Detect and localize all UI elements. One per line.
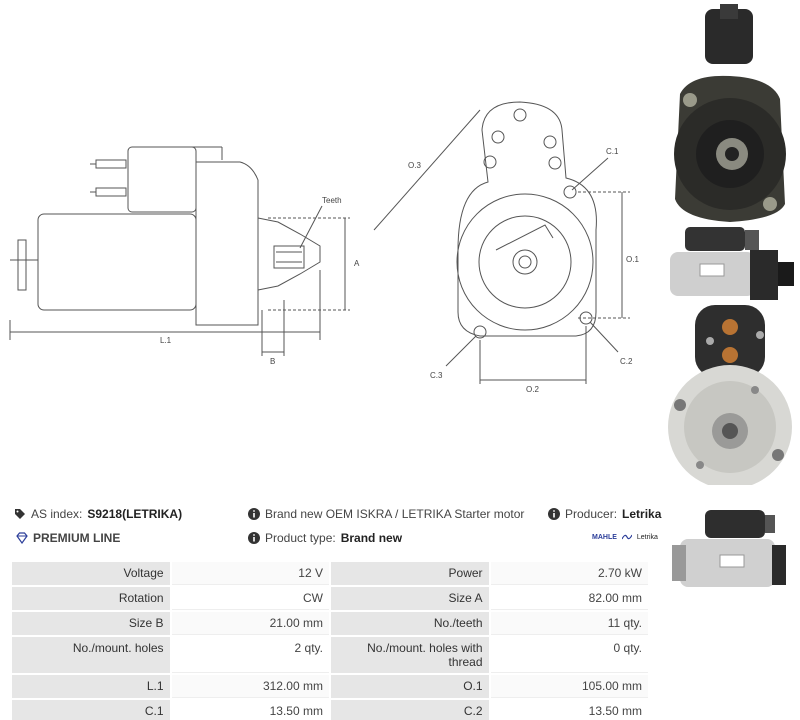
diamond-icon [16, 532, 28, 544]
product-type-value: Brand new [340, 531, 403, 545]
spec-key: Rotation [12, 587, 170, 610]
brand-logo-letrika: Letrika [636, 533, 658, 541]
product-type-label: Product type: [265, 531, 336, 545]
premium-line-text: PREMIUM LINE [33, 531, 121, 545]
spec-value: 0 qty. [490, 637, 648, 673]
spec-key: C.1 [12, 700, 170, 720]
spec-value: 12 V [171, 562, 329, 585]
spec-key: No./teeth [330, 612, 489, 635]
technical-drawings: Teeth A L.1 B [0, 0, 660, 395]
spec-value: 2.70 kW [490, 562, 648, 585]
dim-o3-label: O.3 [408, 161, 421, 170]
spec-key: C.2 [330, 700, 489, 720]
dim-o1-label: O.1 [626, 255, 639, 264]
dim-b-label: B [270, 357, 275, 366]
spec-key: Size A [330, 587, 489, 610]
info-icon [248, 532, 260, 544]
spec-value: 82.00 mm [490, 587, 648, 610]
spec-key: Size B [12, 612, 170, 635]
premium-line-badge: PREMIUM LINE [16, 531, 120, 545]
spec-key: L.1 [12, 675, 170, 698]
tag-icon [15, 509, 25, 519]
producer-label: Producer: [565, 507, 618, 521]
spec-key: No./mount. holes [12, 637, 170, 673]
info-icon [248, 508, 260, 520]
as-index-value: S9218(LETRIKA) [87, 507, 183, 521]
as-index: AS index: S9218(LETRIKA) [14, 507, 182, 521]
spec-key: O.1 [330, 675, 489, 698]
description-text: Brand new OEM ISKRA / LETRIKA Starter mo… [265, 507, 525, 521]
description: Brand new OEM ISKRA / LETRIKA Starter mo… [248, 507, 524, 521]
dim-c1-label: C.1 [606, 147, 619, 156]
dim-a-label: A [354, 259, 360, 268]
producer: Producer: Letrika [548, 507, 661, 521]
product-photo-4[interactable] [660, 505, 800, 600]
spec-value: 11 qty. [490, 612, 648, 635]
spec-value: 13.50 mm [490, 700, 648, 720]
as-index-label: AS index: [31, 507, 83, 521]
front-view-drawing [373, 101, 630, 384]
spec-value: 21.00 mm [171, 612, 329, 635]
product-photo-3[interactable] [660, 305, 800, 485]
spec-value: 2 qty. [171, 637, 329, 673]
spec-key: No./mount. holes with thread [330, 637, 489, 673]
spec-key: Power [330, 562, 489, 585]
spec-value: 13.50 mm [171, 700, 329, 720]
dim-l1-label: L.1 [160, 336, 172, 345]
product-photo-strip [660, 0, 800, 600]
spec-value: CW [171, 587, 329, 610]
product-type: Product type: Brand new [248, 531, 402, 545]
wave-icon [621, 534, 632, 540]
product-info-bar: AS index: S9218(LETRIKA) Brand new OEM I… [14, 500, 661, 550]
dim-o2-label: O.2 [526, 385, 539, 394]
side-view-drawing: Teeth A L.1 B [9, 101, 639, 394]
spec-value: 312.00 mm [171, 675, 329, 698]
dim-c2-label: C.2 [620, 357, 633, 366]
brand-logo: MAHLE Letrika [592, 533, 658, 541]
spec-key: Voltage [12, 562, 170, 585]
dim-c3-label: C.3 [430, 371, 443, 380]
spec-value: 105.00 mm [490, 675, 648, 698]
product-photo-2[interactable] [660, 222, 800, 307]
teeth-label: Teeth [322, 196, 342, 205]
brand-logo-mahle: MAHLE [592, 533, 617, 541]
product-photo-1[interactable] [660, 4, 800, 224]
producer-value: Letrika [622, 507, 662, 521]
info-icon [548, 508, 560, 520]
